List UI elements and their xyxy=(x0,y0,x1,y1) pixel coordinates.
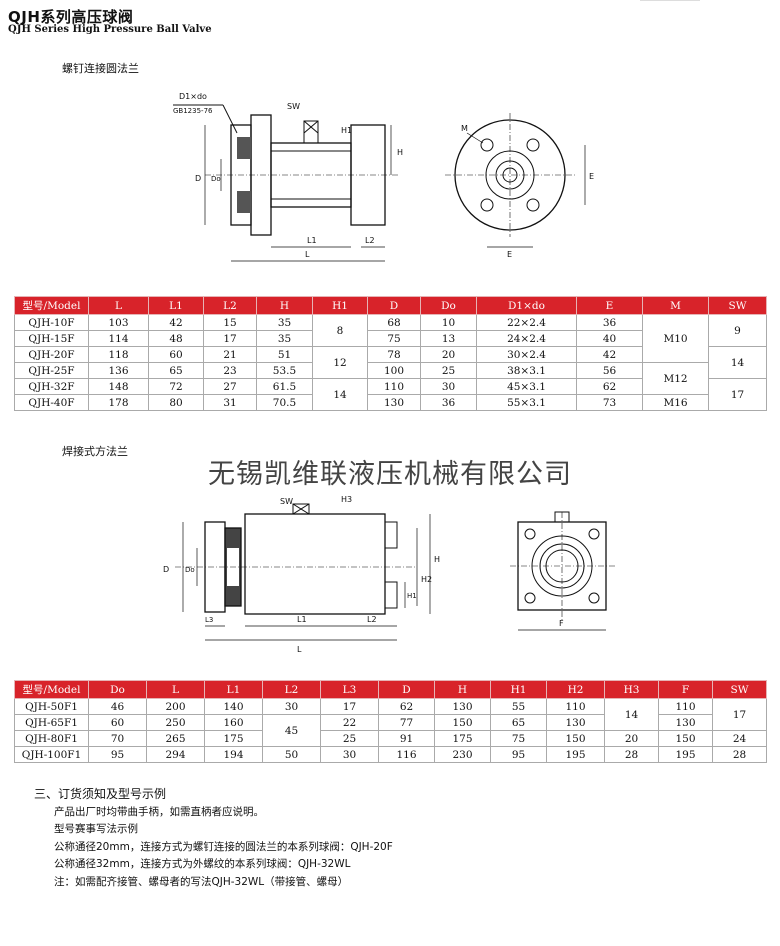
label-l1-2: L1 xyxy=(297,615,307,624)
table-row: QJH-40F 178 80 31 70.5 130 36 55×3.1 73 … xyxy=(14,394,767,411)
table-round-flange: 型号/Model L L1 L2 H H1 D Do D1×do E M SW … xyxy=(14,296,767,411)
t1-col-d1xdo: D1×do xyxy=(476,296,577,315)
table-row: QJH-25F 136 65 23 53.5 100 25 38×3.1 56 … xyxy=(14,362,767,395)
t2-col-f: F xyxy=(658,680,713,699)
label-l-2: L xyxy=(297,645,302,654)
label-h-1: H xyxy=(397,148,403,157)
t1-col-do: Do xyxy=(420,296,477,315)
t1-col-h: H xyxy=(256,296,313,315)
label-e-side: E xyxy=(589,172,594,181)
t1-col-model: 型号/Model xyxy=(14,296,89,315)
notes-line: 公称通径32mm，连接方式为外螺纹的本系列球阀：QJH-32WL xyxy=(54,858,351,870)
label-sw2: SW xyxy=(280,497,293,506)
label-d-1: D xyxy=(195,174,201,183)
label-f-2: F xyxy=(559,619,564,628)
ordering-notes: 三、订货须知及型号示例 产品出厂时均带曲手柄，如需直柄者应说明。 型号赛事写法示… xyxy=(34,786,393,891)
notes-line: 注：如需配齐接管、螺母者的写法QJH-32WL（带接管、螺母） xyxy=(54,875,349,888)
t1-col-sw: SW xyxy=(708,296,767,315)
table-row: QJH-65F1 60 250 160 45 22 77 150 65 130 … xyxy=(14,714,767,747)
t2-col-h: H xyxy=(434,680,491,699)
table-row: QJH-15F 114 48 17 35 75 13 24×2.4 40 xyxy=(14,330,767,347)
notes-line: 公称通径20mm，连接方式为螺钉连接的圆法兰的本系列球阀：QJH-20F xyxy=(54,840,393,853)
t2-col-l1: L1 xyxy=(204,680,263,699)
t2-col-model: 型号/Model xyxy=(14,680,89,699)
label-d1xdo: D1×do xyxy=(179,92,207,101)
t2-col-d: D xyxy=(378,680,435,699)
t2-col-l2: L2 xyxy=(262,680,321,699)
notes-heading: 三、订货须知及型号示例 xyxy=(34,787,167,801)
label-l3-2: L3 xyxy=(205,616,213,624)
page-title: QJH系列高压球阀 xyxy=(8,8,134,26)
label-do-1: Do xyxy=(211,175,221,183)
t1-col-e: E xyxy=(576,296,643,315)
label-h1-2: H1 xyxy=(407,592,417,600)
table-square-flange: 型号/Model Do L L1 L2 L3 D H H1 H2 H3 F SW… xyxy=(14,680,767,763)
label-l-1: L xyxy=(305,250,310,259)
t1-col-l2: L2 xyxy=(203,296,257,315)
label-l1-1: L1 xyxy=(307,236,317,245)
t2-col-h3: H3 xyxy=(604,680,659,699)
table1-header-row: 型号/Model L L1 L2 H H1 D Do D1×do E M SW xyxy=(14,296,767,315)
section-label-square-flange: 焊接式方法兰 xyxy=(62,445,128,458)
t1-col-l: L xyxy=(88,296,149,315)
label-d-2: D xyxy=(163,565,169,574)
t2-col-sw: SW xyxy=(712,680,767,699)
label-h1-1: H1 xyxy=(341,126,352,135)
label-gb: GB1235-76 xyxy=(173,107,213,115)
table-row: QJH-50F1 46 200 140 30 17 62 130 55 110 … xyxy=(14,698,767,731)
table-row: QJH-80F1 70 265 175 25 91 175 75 150 20 … xyxy=(14,730,767,747)
square-flange-drawing: SW H3 D Do H H2 H1 L3 L1 L2 L F xyxy=(163,495,615,654)
t1-col-h1: H1 xyxy=(312,296,368,315)
section-label-round-flange: 螺钉连接圆法兰 xyxy=(62,62,139,75)
table-row: QJH-100F1 95 294 194 50 30 116 230 95 19… xyxy=(14,746,767,763)
t1-col-l1: L1 xyxy=(148,296,204,315)
label-h3-2: H3 xyxy=(341,495,352,504)
round-flange-drawing: D1×do GB1235-76 SW H1 H D Do L1 L2 L M E… xyxy=(173,92,594,262)
notes-line: 型号赛事写法示例 xyxy=(54,823,138,835)
label-h-2: H xyxy=(434,555,440,564)
label-do-2: Do xyxy=(185,566,195,574)
t2-col-l: L xyxy=(146,680,205,699)
page-subtitle: QJH Series High Pressure Ball Valve xyxy=(8,24,212,35)
table2-header-row: 型号/Model Do L L1 L2 L3 D H H1 H2 H3 F SW xyxy=(14,680,767,699)
top-edge-line xyxy=(640,0,700,1)
label-m-1: M xyxy=(461,124,468,133)
t1-col-d: D xyxy=(367,296,421,315)
t2-col-h2: H2 xyxy=(546,680,605,699)
t2-col-h1: H1 xyxy=(490,680,547,699)
label-l2-2: L2 xyxy=(367,615,377,624)
table-row: QJH-10F 103 42 15 35 8 68 10 22×2.4 36 M… xyxy=(14,314,767,363)
label-l2-1: L2 xyxy=(365,236,375,245)
notes-line: 产品出厂时均带曲手柄，如需直柄者应说明。 xyxy=(54,805,264,818)
company-watermark: 无锡凯维联液压机械有限公司 xyxy=(208,459,572,490)
label-e-bottom: E xyxy=(507,250,512,259)
t2-col-l3: L3 xyxy=(320,680,379,699)
t2-col-do: Do xyxy=(88,680,147,699)
label-sw1: SW xyxy=(287,102,300,111)
table-row: QJH-32F 148 72 27 61.5 14 110 30 45×3.1 … xyxy=(14,378,767,411)
t1-col-m: M xyxy=(642,296,709,315)
label-h2-2: H2 xyxy=(421,575,432,584)
